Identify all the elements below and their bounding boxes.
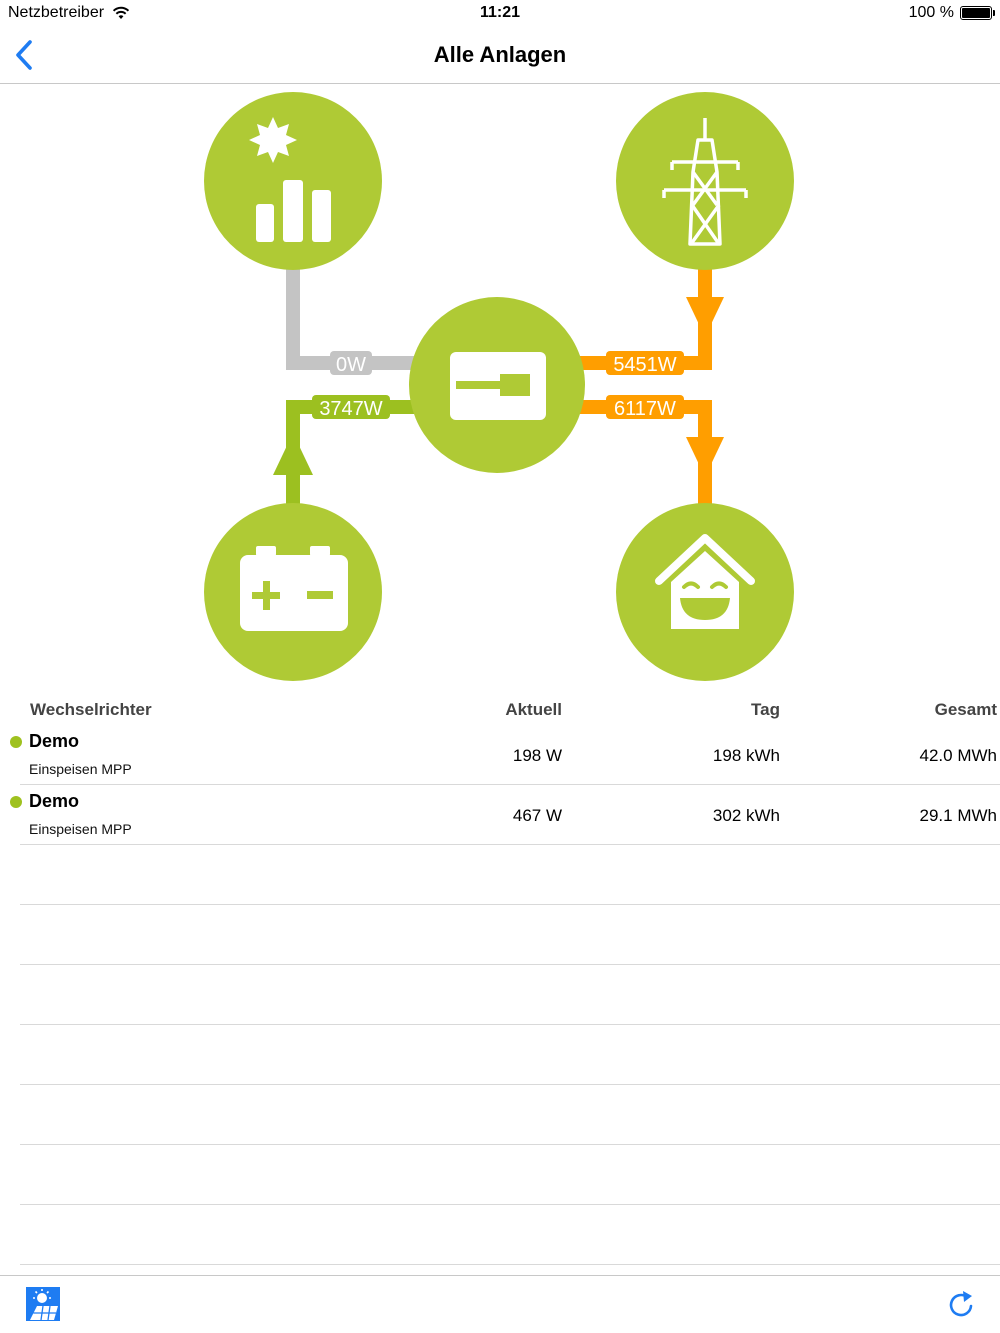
inverter-node[interactable] — [409, 297, 585, 473]
down-arrow-icon — [686, 297, 724, 337]
solar-panel-icon — [26, 1287, 60, 1321]
empty-row — [0, 1085, 1000, 1145]
page-title: Alle Anlagen — [433, 42, 567, 67]
value-tag: 198 kWh — [712, 746, 780, 765]
header-aktuell: Aktuell — [505, 700, 562, 719]
battery-storage-icon — [240, 546, 348, 631]
solar-panel-button[interactable] — [26, 1287, 60, 1321]
energy-flow-diagram: 0W 3747W 5451W 6117W — [204, 92, 794, 681]
grid-flow-label: 5451W — [606, 351, 684, 376]
value-aktuell: 198 W — [512, 746, 562, 765]
house-flow-label: 6117W — [606, 395, 684, 420]
battery-flow-label: 3747W — [312, 395, 390, 420]
wifi-icon — [112, 6, 130, 19]
header-tag: Tag — [751, 700, 780, 719]
empty-row — [0, 845, 1000, 905]
battery-icon — [960, 6, 995, 20]
empty-row — [0, 1205, 1000, 1265]
status-time: 11:21 — [479, 4, 521, 21]
chevron-left-icon — [16, 40, 32, 70]
pv-node[interactable] — [204, 92, 382, 270]
status-bar: Netzbetreiber 11:21 100 % — [0, 0, 1000, 28]
grid-flow-line — [575, 265, 724, 370]
table-row[interactable]: Demo Einspeisen MPP 467 W 302 kWh 29.1 M… — [0, 785, 1000, 845]
up-arrow-icon — [273, 433, 313, 475]
pv-flow-line — [286, 265, 420, 370]
house-smile-icon — [655, 534, 755, 629]
empty-row — [0, 1025, 1000, 1085]
down-arrow-icon — [686, 437, 724, 477]
inverter-status: Einspeisen MPP — [29, 761, 132, 777]
inverter-name: Demo — [29, 791, 80, 811]
table-row[interactable]: Demo Einspeisen MPP 198 W 198 kWh 42.0 M… — [0, 725, 1000, 785]
header-wechselrichter: Wechselrichter — [30, 700, 152, 719]
pv-flow-label: 0W — [330, 351, 372, 376]
empty-row — [0, 965, 1000, 1025]
back-button[interactable] — [10, 38, 40, 72]
carrier-label: Netzbetreiber — [8, 4, 105, 21]
value-gesamt: 29.1 MWh — [919, 806, 997, 825]
empty-row — [0, 905, 1000, 965]
pv-flow-value: 0W — [336, 354, 366, 376]
battery-flow-line — [273, 400, 420, 505]
refresh-icon — [949, 1291, 973, 1317]
refresh-button[interactable] — [946, 1288, 976, 1320]
status-dot — [10, 796, 22, 808]
bar-chart-icon — [256, 180, 331, 242]
battery-flow-value: 3747W — [319, 398, 382, 420]
value-gesamt: 42.0 MWh — [919, 746, 997, 765]
grid-node[interactable] — [616, 92, 794, 270]
power-pylon-icon — [662, 118, 748, 246]
empty-row — [0, 1145, 1000, 1205]
battery-percent: 100 % — [908, 4, 954, 21]
inverter-icon — [450, 352, 546, 420]
inverter-name: Demo — [29, 731, 80, 751]
house-flow-line — [575, 400, 724, 505]
value-aktuell: 467 W — [512, 806, 562, 825]
bottom-toolbar — [0, 1275, 1000, 1333]
battery-node[interactable] — [204, 503, 382, 681]
table-header: Wechselrichter Aktuell Tag Gesamt — [0, 698, 1000, 722]
inverter-list: Demo Einspeisen MPP 198 W 198 kWh 42.0 M… — [0, 725, 1000, 1265]
house-node[interactable] — [616, 503, 794, 681]
grid-flow-value: 5451W — [613, 354, 676, 376]
sun-icon — [249, 117, 297, 163]
header-gesamt: Gesamt — [934, 700, 997, 719]
inverter-status: Einspeisen MPP — [29, 821, 132, 837]
navigation-bar: Alle Anlagen — [0, 28, 1000, 84]
house-flow-value: 6117W — [614, 398, 676, 420]
value-tag: 302 kWh — [712, 806, 780, 825]
status-dot — [10, 736, 22, 748]
